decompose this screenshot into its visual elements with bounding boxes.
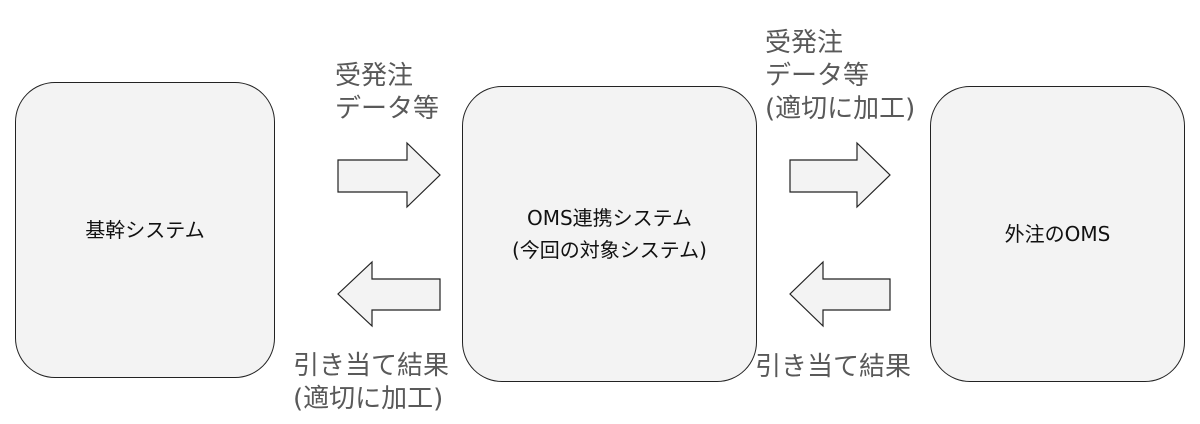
upstream-request-line-1: 受発注 [335,61,414,91]
downstream-response-line-1: 引き当て結果 [755,352,912,382]
downstream-request-label: 受発注 データ等 (適切に加工) [765,27,915,126]
core-system-box: 基幹システム [15,82,275,378]
downstream-request-line-2: データ等 [765,61,870,91]
core-system-label: 基幹システム [85,218,205,242]
arrow-left-link-to-core [337,260,441,328]
upstream-request-line-2: データ等 [335,94,440,124]
upstream-response-line-2: (適切に加工) [293,384,444,414]
arrow-right-core-to-link [337,141,441,209]
oms-integration-system-box: OMS連携システム (今回の対象システム) [462,86,757,382]
oms-integration-system-label: OMS連携システム [526,206,693,230]
upstream-request-label: 受発注 データ等 [335,60,439,126]
upstream-response-label: 引き当て結果 (適切に加工) [293,350,449,416]
downstream-response-label: 引き当て結果 [755,351,911,384]
external-oms-label: 外注のOMS [1004,222,1111,246]
arrow-right-link-to-external [789,141,891,209]
downstream-request-line-3: (適切に加工) [765,94,916,124]
downstream-request-line-1: 受発注 [765,28,844,58]
arrow-left-external-to-link [789,260,891,328]
upstream-response-line-1: 引き当て結果 [293,351,450,381]
external-oms-box: 外注のOMS [930,86,1185,382]
oms-integration-system-sublabel: (今回の対象システム) [511,238,707,262]
